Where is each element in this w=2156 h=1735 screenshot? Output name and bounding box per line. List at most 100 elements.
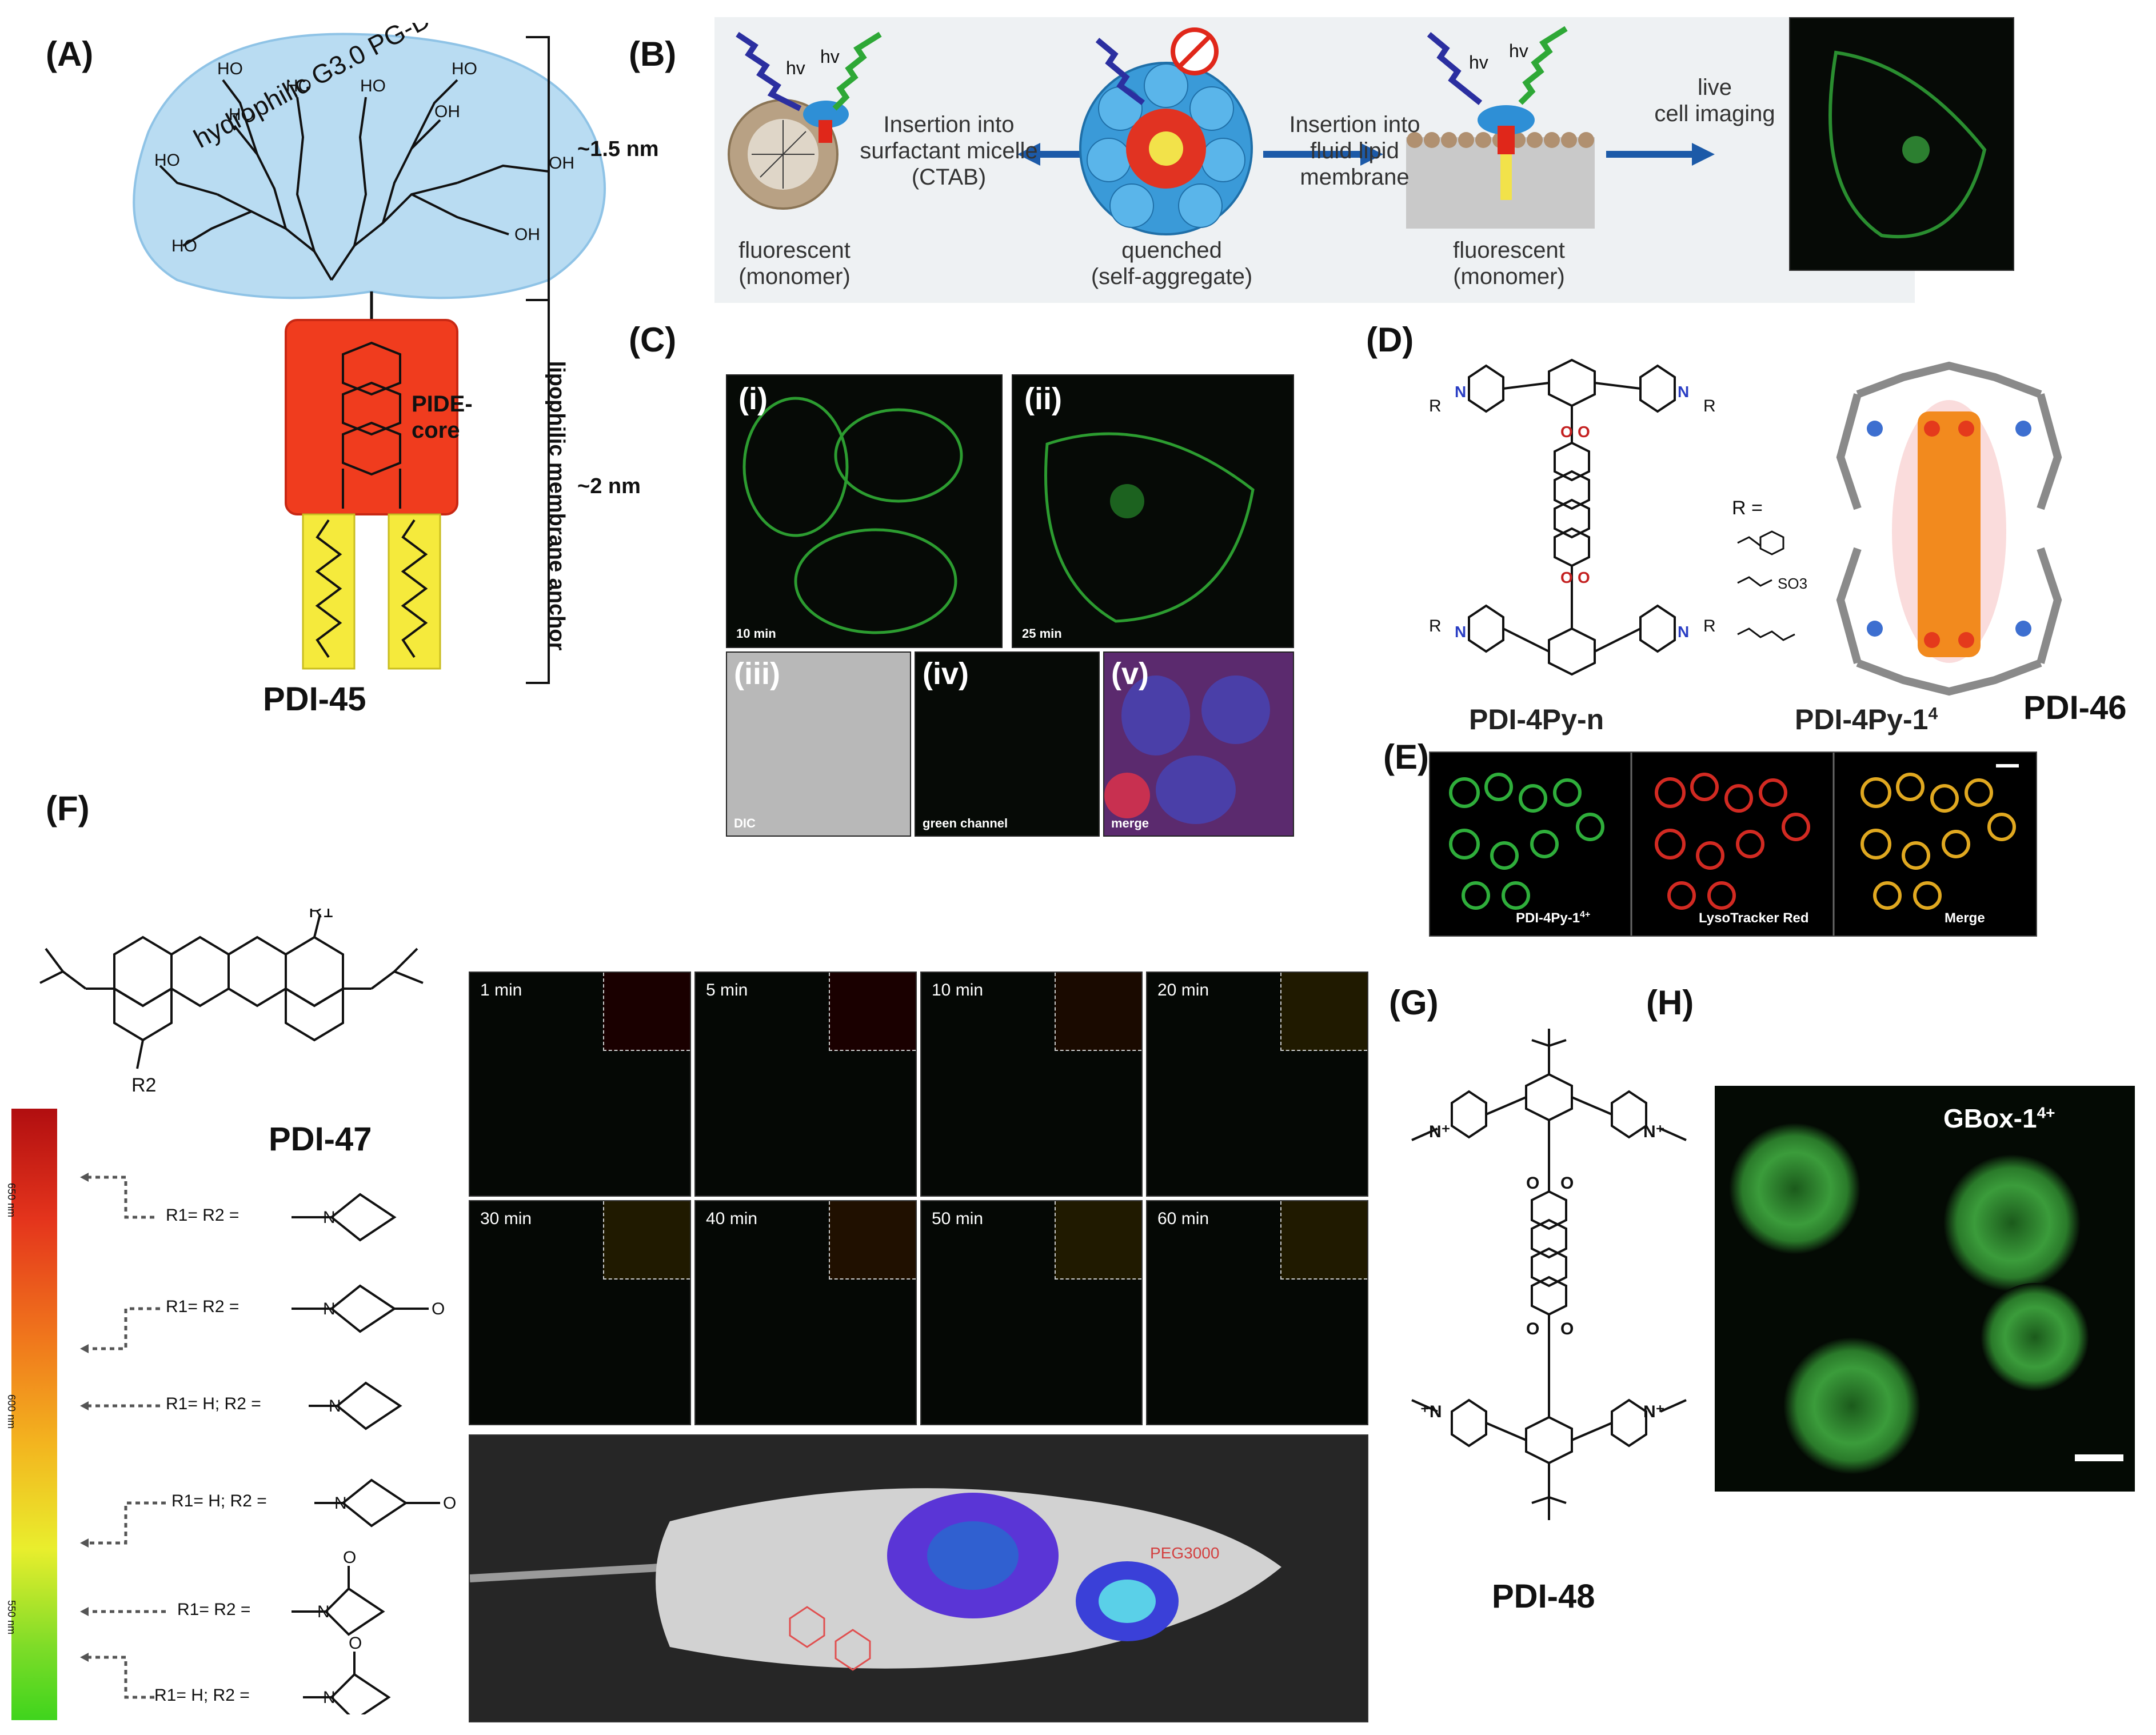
svg-text:O: O xyxy=(1560,1174,1574,1193)
svg-text:O: O xyxy=(443,1494,456,1513)
caption-green: green channel xyxy=(923,816,1008,830)
svg-text:N: N xyxy=(323,1300,336,1318)
so3-label: SO3 xyxy=(1778,575,1807,592)
svg-text:HO: HO xyxy=(360,77,386,95)
svg-text:O: O xyxy=(1560,423,1573,441)
svg-text:N: N xyxy=(323,1688,336,1707)
e-caption-3: Merge xyxy=(1945,910,1985,926)
e-c1-text: PDI-4Py-1 xyxy=(1516,910,1580,926)
svg-text:OH: OH xyxy=(549,154,574,173)
tile-60min: 60 min xyxy=(1146,1200,1368,1425)
hv-4: hv xyxy=(1509,41,1528,61)
row-4: R1= H; R2 = xyxy=(171,1492,267,1510)
tile-50min: 50 min xyxy=(920,1200,1143,1425)
pdi-48-label: PDI-48 xyxy=(1492,1578,1595,1615)
panel-b-bg xyxy=(714,17,1915,303)
text-quenched: quenched(self-aggregate) xyxy=(1091,238,1253,289)
gbox-text: GBox-1 xyxy=(1943,1104,2037,1133)
tile-5min: 5 min xyxy=(694,972,917,1197)
tile-10min: 10 min xyxy=(920,972,1143,1197)
svg-text:HO: HO xyxy=(154,151,180,170)
panel-e-images: PDI-4Py-14+ LysoTracker Red Merge xyxy=(1429,751,2037,937)
pdi-47-structure: R1 R2 xyxy=(39,909,424,1096)
panel-d-label: (D) xyxy=(1366,321,1414,359)
svg-text:N⁺: N⁺ xyxy=(1643,1122,1665,1141)
panel-a-label: (A) xyxy=(46,35,94,73)
tile-1min-label: 1 min xyxy=(480,981,522,1000)
svg-text:HO: HO xyxy=(217,59,243,78)
svg-text:HO: HO xyxy=(452,59,477,78)
scale-600: 600 nm xyxy=(6,1394,17,1429)
mouse-image: PEG3000 xyxy=(469,1434,1368,1722)
image-c-v: (v) merge xyxy=(1103,651,1294,837)
svg-text:N: N xyxy=(334,1494,347,1513)
pdi-4py-1-text: PDI-4Py-1 xyxy=(1795,703,1929,735)
image-c-iii: (iii) DIC xyxy=(726,651,911,837)
panel-g-label: (G) xyxy=(1389,984,1439,1022)
svg-text:O: O xyxy=(1526,1174,1539,1193)
image-c-iv: (iv) green channel xyxy=(915,651,1100,837)
row-6: R1= H; R2 = xyxy=(154,1686,250,1705)
svg-text:N: N xyxy=(329,1397,341,1416)
pdi-4py-1-sup: 4 xyxy=(1928,704,1938,723)
svg-text:N: N xyxy=(1455,623,1466,641)
pdi-45-label: PDI-45 xyxy=(263,681,366,718)
text-fluor-right: fluorescent(monomer) xyxy=(1453,238,1565,289)
r2-label: R2 xyxy=(131,1074,156,1096)
svg-text:⁺N: ⁺N xyxy=(1420,1402,1442,1421)
hv-2: hv xyxy=(820,46,840,67)
row-1: R1= R2 = xyxy=(166,1206,239,1225)
live-cell-image xyxy=(1789,17,2014,271)
svg-text:N: N xyxy=(1455,383,1466,401)
tile-40min: 40 min xyxy=(694,1200,917,1425)
svg-text:O: O xyxy=(349,1634,362,1653)
tile-10min-label: 10 min xyxy=(932,981,984,1000)
tile-50min-label: 50 min xyxy=(932,1209,984,1228)
gbox-sup: 4+ xyxy=(2037,1104,2055,1122)
tile-30min: 30 min xyxy=(469,1200,691,1425)
svg-text:N: N xyxy=(1678,623,1689,641)
label-c-v: (v) xyxy=(1111,657,1149,691)
tile-20min-label: 20 min xyxy=(1157,981,1209,1000)
svg-text:N⁺: N⁺ xyxy=(1643,1402,1665,1421)
tile-30min-label: 30 min xyxy=(480,1209,532,1228)
row-2: R1= R2 = xyxy=(166,1297,239,1316)
svg-text:N: N xyxy=(1678,383,1689,401)
row-3: R1= H; R2 = xyxy=(166,1394,261,1413)
label-c-ii: (ii) xyxy=(1024,382,1062,416)
svg-text:N: N xyxy=(317,1602,330,1621)
svg-text:N: N xyxy=(323,1208,336,1227)
time-c-ii: 25 min xyxy=(1022,626,1062,641)
pdi-4py-1-label: PDI-4Py-14 xyxy=(1795,703,1938,736)
text-fluor-left: fluorescent(monomer) xyxy=(738,238,851,289)
label-c-iv: (iv) xyxy=(923,657,969,691)
r1-label: R1 xyxy=(309,909,333,922)
panel-h-image: GBox-14+ xyxy=(1715,1086,2135,1492)
tile-5min-label: 5 min xyxy=(706,981,748,1000)
label-c-iii: (iii) xyxy=(734,657,780,691)
size-bracket xyxy=(526,36,550,684)
panel-e-label: (E) xyxy=(1383,738,1429,776)
anchor-label: lipophilic membrane anchor xyxy=(545,361,569,651)
svg-text:O: O xyxy=(432,1300,445,1318)
svg-text:R: R xyxy=(1703,397,1716,415)
gbox-caption: GBox-14+ xyxy=(1943,1103,2055,1134)
label-c-i: (i) xyxy=(738,382,768,416)
panel-b-label: (B) xyxy=(629,35,677,73)
pdi-47-label: PDI-47 xyxy=(269,1121,372,1158)
pdi-4py-model xyxy=(1836,361,2062,696)
svg-text:O: O xyxy=(1560,1320,1574,1338)
svg-text:O: O xyxy=(1560,569,1573,586)
svg-text:R: R xyxy=(1703,617,1716,635)
svg-text:PIDE-core: PIDE-core xyxy=(412,391,473,443)
svg-text:OH: OH xyxy=(434,102,460,121)
caption-dic: DIC xyxy=(734,816,756,830)
hv-1: hv xyxy=(786,58,805,78)
caption-merge: merge xyxy=(1111,816,1149,830)
image-c-i: (i) 10 min xyxy=(726,374,1003,648)
panel-c-label: (C) xyxy=(629,321,677,359)
